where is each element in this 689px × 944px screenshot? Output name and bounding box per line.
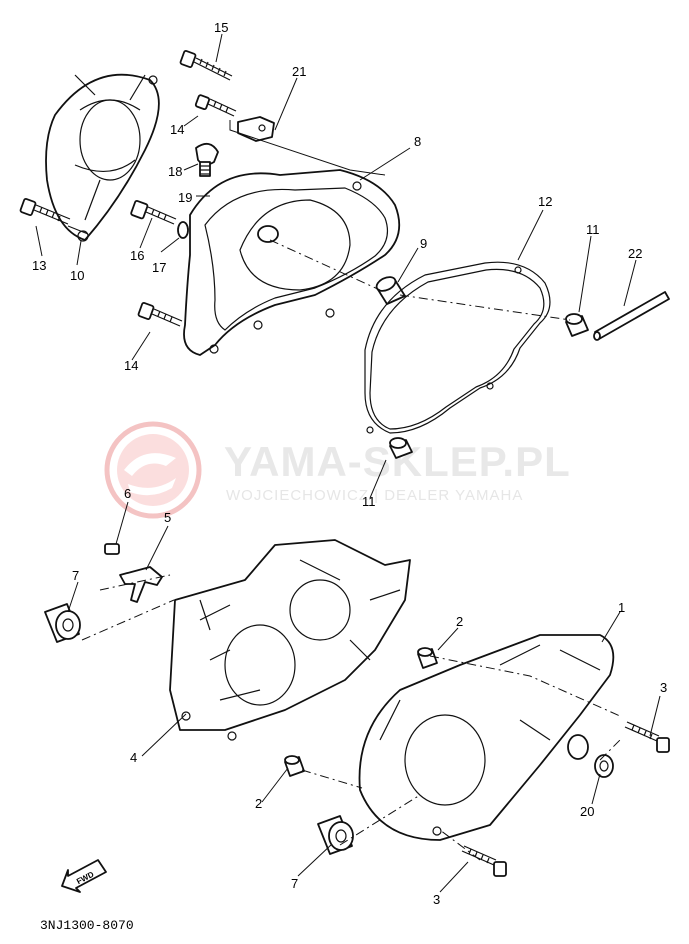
part-label: 6 bbox=[124, 486, 131, 501]
part-label: 19 bbox=[178, 190, 192, 205]
bolt-14-lower-part bbox=[137, 302, 183, 327]
bolt-16-part bbox=[130, 200, 177, 225]
crankcase-right-1-part bbox=[358, 634, 615, 841]
part-label: 5 bbox=[164, 510, 171, 525]
part-label: 8 bbox=[414, 134, 421, 149]
crankcase-cover-8-part bbox=[183, 169, 401, 356]
dowel-2-upper-part bbox=[417, 647, 438, 669]
part-label: 14 bbox=[124, 358, 138, 373]
watermark: YAMA-SKLEP.PL WOJCIECHOWICZ | DEALER YAM… bbox=[104, 421, 570, 519]
bushing-7-lower-part bbox=[317, 815, 354, 855]
part-label: 3 bbox=[433, 892, 440, 907]
washer-17-part bbox=[177, 221, 189, 239]
watermark-subtitle: WOJCIECHOWICZ | DEALER YAMAHA bbox=[226, 487, 523, 504]
bushing-7-upper-part bbox=[44, 603, 81, 643]
part-label: 18 bbox=[168, 164, 182, 179]
part-label: 11 bbox=[586, 222, 600, 237]
watermark-logo bbox=[104, 421, 202, 519]
part-label: 15 bbox=[214, 20, 228, 35]
bolt-6-part bbox=[104, 543, 120, 555]
part-label: 14 bbox=[170, 122, 184, 137]
part-label: 17 bbox=[152, 260, 166, 275]
fwd-arrow-icon: FWD bbox=[61, 859, 107, 893]
dowel-pin-9-part bbox=[375, 276, 406, 305]
part-label: 3 bbox=[660, 680, 667, 695]
leader-lines bbox=[35, 33, 661, 893]
part-label: 21 bbox=[292, 64, 306, 79]
part-label: 2 bbox=[456, 614, 463, 629]
oil-seal-20-part bbox=[594, 754, 614, 778]
bracket-21-part bbox=[237, 116, 275, 142]
part-label: 16 bbox=[130, 248, 144, 263]
bolt-3-right-part bbox=[624, 721, 670, 753]
part-label: 7 bbox=[291, 876, 298, 891]
flywheel-cover-part bbox=[45, 73, 160, 242]
part-label: 9 bbox=[420, 236, 427, 251]
dowel-11-lower-part bbox=[389, 437, 413, 459]
part-label: 12 bbox=[538, 194, 552, 209]
part-label: 10 bbox=[70, 268, 84, 283]
part-labels: 15 21 14 8 18 19 13 10 16 17 14 9 12 11 … bbox=[32, 20, 667, 907]
drain-plug-18-part bbox=[195, 142, 219, 177]
dowel-11-upper-part bbox=[565, 313, 589, 337]
crankcase-left-4-part bbox=[169, 539, 411, 741]
bolt-3-bottom-part bbox=[461, 845, 507, 877]
part-label: 1 bbox=[618, 600, 625, 615]
dowel-2-lower-part bbox=[284, 755, 305, 777]
gasket-12-part bbox=[364, 261, 551, 434]
shift-fork-5-part bbox=[119, 566, 163, 603]
bolt-15-part bbox=[179, 50, 233, 81]
assembly-lines bbox=[67, 120, 621, 861]
rod-22-part bbox=[593, 291, 670, 341]
part-label: 11 bbox=[362, 494, 376, 509]
part-label: 2 bbox=[255, 796, 262, 811]
part-label: 20 bbox=[580, 804, 594, 819]
bolt-13-part bbox=[19, 198, 71, 225]
diagram-code: 3NJ1300-8070 bbox=[40, 918, 134, 933]
part-label: 22 bbox=[628, 246, 642, 261]
part-label: 4 bbox=[130, 750, 137, 765]
part-label: 7 bbox=[72, 568, 79, 583]
part-label: 13 bbox=[32, 258, 46, 273]
bolt-14-upper-part bbox=[194, 94, 237, 117]
